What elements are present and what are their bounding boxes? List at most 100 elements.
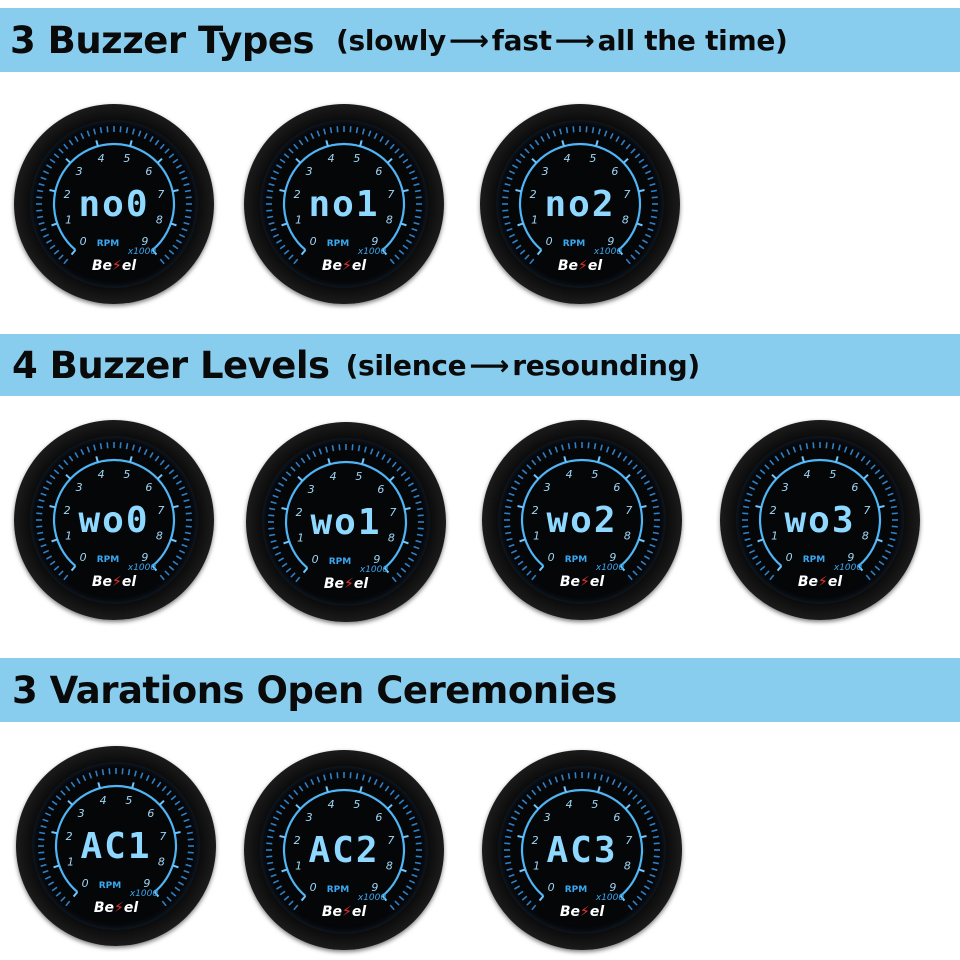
right-arrow-icon: ⟶: [469, 348, 510, 382]
scale-dash: [825, 442, 828, 449]
scale-dash: [508, 873, 515, 878]
scale-dash: [506, 227, 513, 232]
scale-dash: [408, 170, 416, 175]
scale-dash: [323, 774, 327, 781]
scale-dash: [647, 176, 654, 181]
major-tick: [597, 456, 601, 463]
scale-dash: [95, 770, 99, 777]
scale-dash: [774, 455, 780, 462]
scale-dash: [860, 455, 866, 462]
scale-dash: [652, 531, 659, 535]
scale-number: 8: [622, 214, 629, 227]
scale-dash: [764, 464, 770, 470]
scale-arc: [758, 458, 882, 567]
major-tick: [862, 473, 869, 480]
scale-dash: [184, 189, 191, 193]
scale-dash: [417, 514, 424, 517]
scale-dash: [48, 881, 55, 886]
scale-dash: [288, 900, 294, 906]
scale-dash: [174, 800, 181, 806]
lightning-bolt-icon: ⚡: [580, 574, 590, 590]
scale-dash: [411, 873, 418, 878]
digital-readout: AC1: [80, 826, 151, 867]
scale-dash: [38, 221, 45, 225]
scale-dash: [183, 499, 190, 503]
scale-dash: [185, 525, 192, 528]
scale-number: 2: [532, 834, 539, 847]
major-tick: [170, 538, 177, 543]
scale-dash: [175, 555, 182, 560]
scale-dash: [625, 258, 631, 265]
scale-dash: [331, 445, 335, 452]
major-tick: [383, 567, 390, 574]
scale-dash: [268, 829, 275, 833]
scale-number: 6: [145, 165, 152, 178]
scale-dash: [561, 444, 565, 451]
scale-dash: [184, 505, 191, 509]
scale-dash: [643, 885, 650, 890]
scale-arc: [520, 788, 644, 897]
scale-dash: [599, 774, 603, 781]
scale-dash: [649, 543, 656, 548]
scale-dash: [267, 835, 274, 839]
multiplier-label: x1000: [129, 889, 159, 899]
major-tick: [297, 475, 304, 482]
brand-logo: Be⚡el: [94, 900, 139, 916]
major-tick: [95, 456, 99, 463]
scale-dash: [591, 127, 595, 134]
scale-dash: [643, 810, 650, 815]
scale-dash: [101, 769, 105, 776]
scale-dash: [650, 189, 657, 193]
major-tick: [755, 505, 762, 509]
scale-dash: [266, 209, 273, 212]
unit-label: RPM: [97, 239, 120, 249]
major-tick: [517, 222, 524, 227]
scale-dash: [46, 555, 53, 560]
brand-logo: Be⚡el: [560, 904, 605, 920]
scale-dash: [632, 570, 638, 576]
scale-number: 4: [98, 152, 105, 165]
multiplier-label: x1000: [357, 893, 387, 903]
scale-dash: [46, 239, 53, 244]
scale-dash: [310, 778, 315, 786]
scale-dash: [36, 512, 43, 515]
scale-dash: [389, 143, 395, 150]
scale-number: 0: [312, 553, 319, 566]
scale-dash: [651, 209, 658, 212]
scale-dash: [625, 143, 631, 150]
unit-label: RPM: [327, 885, 350, 895]
scale-number: 6: [377, 483, 384, 496]
scale-dash: [270, 176, 277, 181]
scale-dash: [106, 442, 109, 449]
major-tick: [835, 456, 839, 463]
scale-dash: [40, 492, 47, 497]
major-tick: [402, 540, 409, 545]
scale-arc: [284, 460, 408, 569]
gauge-face: [30, 436, 198, 604]
scale-dash: [177, 806, 184, 811]
scale-dash: [870, 464, 876, 470]
scale-number: 6: [851, 481, 858, 494]
scale-dash: [874, 565, 881, 571]
scale-dash: [884, 549, 892, 554]
scale-dash: [131, 444, 135, 451]
brand-logo: Be⚡el: [92, 258, 137, 274]
major-tick: [281, 222, 288, 227]
scale-dash: [48, 806, 55, 811]
scale-dash: [609, 132, 614, 140]
scale-dash: [185, 512, 192, 515]
scale-dash: [181, 492, 188, 497]
scale-dash: [405, 885, 412, 890]
scale-dash: [178, 233, 186, 238]
scale-dash: [759, 565, 766, 571]
scale-dash: [649, 822, 656, 827]
scale-dash: [651, 867, 658, 871]
scale-dash: [288, 254, 294, 260]
scale-dash: [505, 531, 512, 535]
scale-number: 2: [66, 830, 73, 843]
scale-dash: [44, 875, 52, 880]
brand-logo: Be⚡el: [92, 574, 137, 590]
scale-number: 7: [863, 504, 870, 517]
